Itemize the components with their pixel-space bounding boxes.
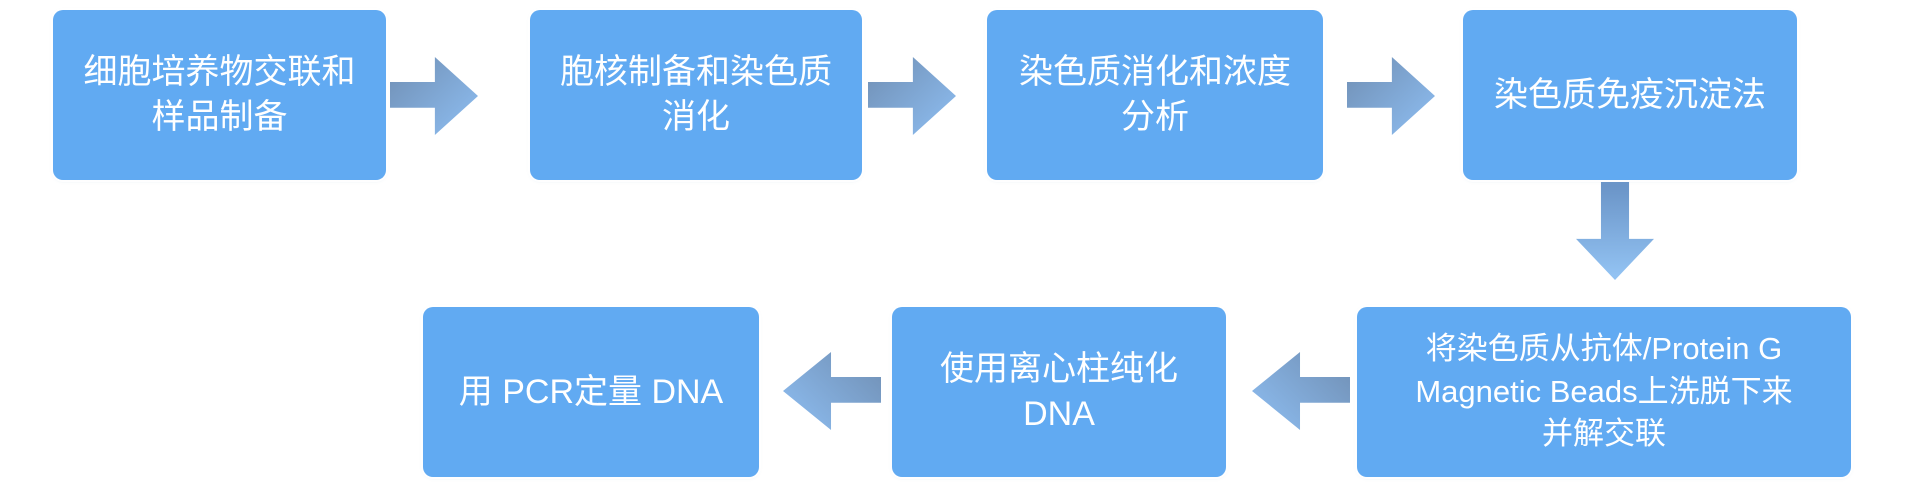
step-nuclei-prep-chromatin-digestion: 胞核制备和染色质 消化	[530, 10, 862, 180]
arrow-right-icon-step2-step3	[868, 57, 956, 135]
step-elution-decrosslinking: 将染色质从抗体/Protein G Magnetic Beads上洗脱下来 并解…	[1357, 307, 1851, 477]
step-dna-purification-spin-column: 使用离心柱纯化 DNA	[892, 307, 1226, 477]
arrow-left-icon-step6-step7	[783, 352, 881, 430]
step-pcr-dna-quantification: 用 PCR定量 DNA	[423, 307, 759, 477]
arrow-right-icon-step1-step2	[390, 57, 478, 135]
arrow-left-icon-step5-step6	[1252, 352, 1350, 430]
arrow-right-icon-step3-step4	[1347, 57, 1435, 135]
step-cell-culture-crosslinking: 细胞培养物交联和 样品制备	[53, 10, 386, 180]
step-chromatin-immunoprecipitation: 染色质免疫沉淀法	[1463, 10, 1797, 180]
step-chromatin-digestion-concentration-analysis: 染色质消化和浓度 分析	[987, 10, 1323, 180]
arrow-down-icon-step4-step5	[1576, 182, 1654, 280]
